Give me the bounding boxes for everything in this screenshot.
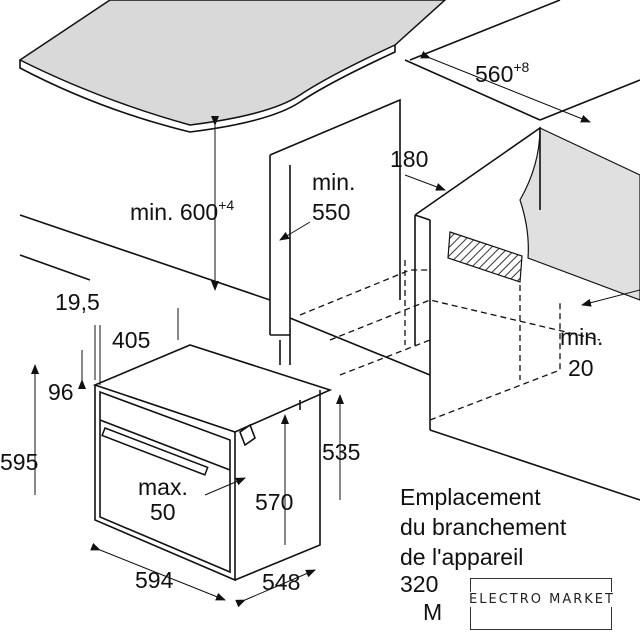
note-line: de l'appareil <box>400 544 523 570</box>
dim-vent-gap: 180 <box>390 146 428 172</box>
note-line: 320 <box>400 571 438 597</box>
dim-oven-width: 594 <box>135 567 174 593</box>
dim-niche-width: 560+8 <box>475 59 530 87</box>
dim-max-offset: 50 <box>150 499 176 525</box>
dim-niche-depth: 550 <box>312 199 350 225</box>
dim-front-offset: 19,5 <box>55 289 100 315</box>
dimension-lines <box>31 50 640 608</box>
watermark-title: ELECTRO MARKET <box>459 592 625 607</box>
dim-max-offset-label: max. <box>138 474 188 500</box>
dim-back-gap: 20 <box>568 355 594 381</box>
dim-back-gap-label: min. <box>560 324 603 350</box>
note-line: Emplacement <box>400 484 541 510</box>
side-wall <box>519 127 640 301</box>
watermark-logo: ELECTRO MARKET <box>459 578 625 630</box>
dim-oven-depth-top: 405 <box>112 327 150 353</box>
dim-niche-height: min. 600+4 <box>130 197 234 225</box>
dim-body-height: 535 <box>322 439 360 465</box>
dim-panel-height: 96 <box>48 379 74 405</box>
note-line: du branchement <box>400 514 567 540</box>
dim-oven-depth: 548 <box>262 569 300 595</box>
dim-door-height: 570 <box>255 489 293 515</box>
oven <box>92 344 333 582</box>
connection-area <box>447 231 523 283</box>
note-line: M <box>423 599 442 625</box>
dim-oven-height: 595 <box>0 449 38 475</box>
connection-note: Emplacement du branchement de l'appareil… <box>400 484 567 625</box>
worktop <box>18 0 447 126</box>
dim-niche-depth-label: min. <box>312 169 355 195</box>
